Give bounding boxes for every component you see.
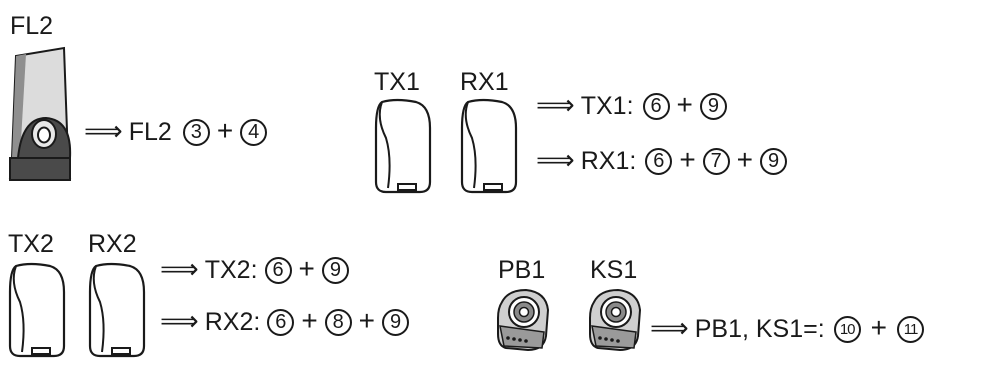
arrow-icon: ⟹	[84, 115, 123, 146]
rx2-instruction: ⟹ RX2: 6 + 8 + 9	[160, 305, 410, 336]
plus-sign: +	[298, 253, 315, 284]
step-badge: 6	[645, 147, 673, 175]
photocell-tx2-icon	[8, 262, 66, 358]
arrow-icon: ⟹	[536, 89, 575, 120]
tx2-label: TX2	[8, 230, 54, 258]
pb1-ks1-instruction: ⟹ PB1, KS1=: 10 + 11	[650, 312, 925, 343]
plus-sign: +	[679, 144, 696, 175]
photocell-rx1-icon	[460, 98, 518, 194]
plus-sign: +	[216, 115, 234, 146]
key-switch-ks1-icon	[589, 288, 642, 352]
arrow-icon: ⟹	[160, 305, 199, 336]
rx2-label: RX2	[88, 230, 137, 258]
push-button-pb1-icon	[497, 288, 550, 352]
tx1-instruction: ⟹ TX1: 6 + 9	[536, 89, 728, 120]
arrow-icon: ⟹	[536, 144, 575, 175]
tx1-label: TX1	[374, 68, 420, 96]
step-badge: 8	[324, 308, 352, 336]
photocell-rx2-icon	[88, 262, 146, 358]
pb1-label: PB1	[498, 256, 546, 284]
rx2-name: RX2:	[204, 307, 261, 336]
plus-sign: +	[301, 305, 318, 336]
step-badge: 9	[699, 92, 727, 120]
tx1-name: TX1:	[580, 91, 634, 120]
ks1-label: KS1	[590, 256, 638, 284]
rx1-label: RX1	[460, 68, 509, 96]
fl2-label: FL2	[10, 12, 54, 40]
plus-sign: +	[358, 305, 376, 336]
step-badge: 7	[702, 147, 730, 175]
rx1-instruction: ⟹ RX1: 6 + 7 + 9	[536, 144, 788, 175]
step-badge: 3	[182, 118, 210, 146]
plus-sign: +	[736, 144, 754, 175]
photocell-tx1-icon	[374, 98, 432, 194]
step-badge: 6	[264, 256, 292, 284]
tx2-instruction: ⟹ TX2: 6 + 9	[160, 253, 350, 284]
arrow-icon: ⟹	[160, 253, 199, 284]
step-badge: 6	[642, 92, 670, 120]
plus-sign: +	[870, 312, 888, 343]
step-badge: 9	[760, 147, 788, 175]
fl2-target: FL2	[128, 117, 172, 146]
step-badge: 6	[267, 308, 295, 336]
fl2-instruction: ⟹ FL2 3 + 4	[84, 115, 268, 146]
plus-sign: +	[676, 89, 693, 120]
rx1-name: RX1:	[580, 146, 637, 175]
step-badge: 10	[833, 315, 861, 343]
arrow-icon: ⟹	[650, 312, 689, 343]
fl2-lamp-icon	[8, 46, 72, 181]
step-badge: 9	[382, 308, 410, 336]
pb1-ks1-name: PB1, KS1=:	[694, 314, 825, 343]
step-badge: 4	[240, 118, 268, 146]
step-badge: 9	[321, 256, 349, 284]
step-badge: 11	[897, 315, 925, 343]
tx2-name: TX2:	[204, 255, 258, 284]
